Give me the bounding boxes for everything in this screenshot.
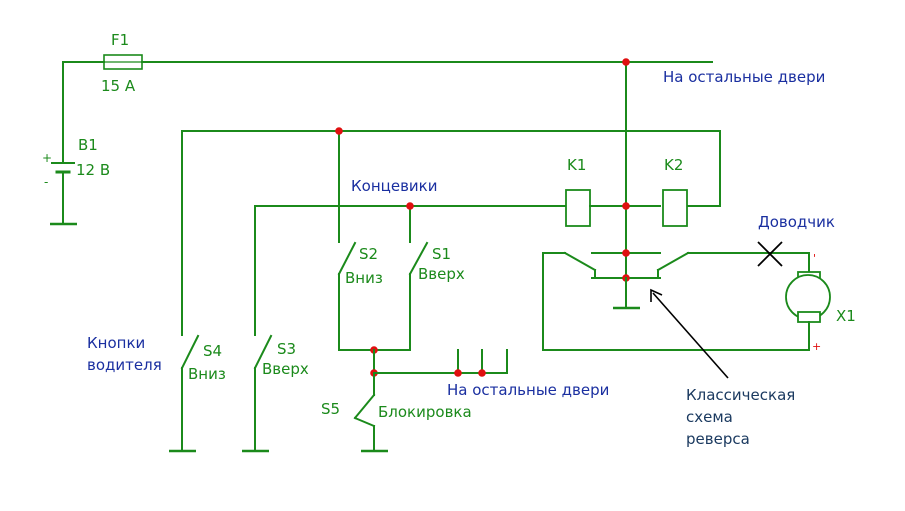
reverse-contacts bbox=[542, 249, 810, 351]
junction bbox=[622, 58, 630, 66]
lock-bus bbox=[373, 349, 508, 377]
label-s4-desc: Вниз bbox=[188, 365, 226, 383]
switch-s1 bbox=[408, 241, 429, 351]
label-motor: X1 bbox=[836, 307, 856, 325]
label-b1-plus: + bbox=[42, 151, 52, 165]
label-f1-rating: 15 А bbox=[101, 77, 136, 95]
label-f1: F1 bbox=[111, 31, 129, 49]
junction bbox=[622, 202, 630, 210]
label-reverse-1: Классическая bbox=[686, 386, 795, 404]
switch-s2 bbox=[337, 241, 357, 351]
fuse-f1 bbox=[62, 54, 713, 70]
label-b1-minus: - bbox=[44, 175, 48, 189]
label-driver-buttons-2: водителя bbox=[87, 356, 162, 374]
label-k2: K2 bbox=[664, 156, 683, 174]
label-b1: B1 bbox=[78, 136, 98, 154]
label-limit-switches: Концевики bbox=[351, 177, 437, 195]
label-lock: Блокировка bbox=[378, 403, 472, 421]
reverse-arrow bbox=[650, 288, 729, 379]
closer-cross bbox=[757, 241, 783, 267]
label-other-doors-top: На остальные двери bbox=[663, 68, 825, 86]
label-s1: S1 bbox=[432, 245, 451, 263]
relay-k2 bbox=[662, 189, 688, 227]
relay-k1 bbox=[565, 189, 661, 227]
battery-b1 bbox=[50, 61, 77, 226]
switch-s3 bbox=[242, 334, 273, 453]
switch-s4 bbox=[169, 334, 200, 453]
down-bus bbox=[181, 127, 721, 336]
motor-x1 bbox=[760, 252, 831, 351]
label-other-doors-bottom: На остальные двери bbox=[447, 381, 609, 399]
label-motor-minus: ' bbox=[813, 252, 816, 265]
label-s2-desc: Вниз bbox=[345, 269, 383, 287]
label-s2: S2 bbox=[359, 245, 378, 263]
switch-s5 bbox=[353, 372, 388, 453]
label-motor-plus: + bbox=[812, 340, 821, 353]
label-s5: S5 bbox=[321, 400, 340, 418]
label-k1: K1 bbox=[567, 156, 586, 174]
label-reverse-3: реверса bbox=[686, 430, 750, 448]
label-b1-voltage: 12 В bbox=[76, 161, 110, 179]
label-s1-desc: Вверх bbox=[418, 265, 465, 283]
label-s3-desc: Вверх bbox=[262, 360, 309, 378]
label-closer: Доводчик bbox=[758, 213, 835, 231]
label-s4: S4 bbox=[203, 342, 222, 360]
label-reverse-2: схема bbox=[686, 408, 733, 426]
up-bus bbox=[254, 202, 567, 336]
label-s3: S3 bbox=[277, 340, 296, 358]
label-driver-buttons-1: Кнопки bbox=[87, 334, 145, 352]
